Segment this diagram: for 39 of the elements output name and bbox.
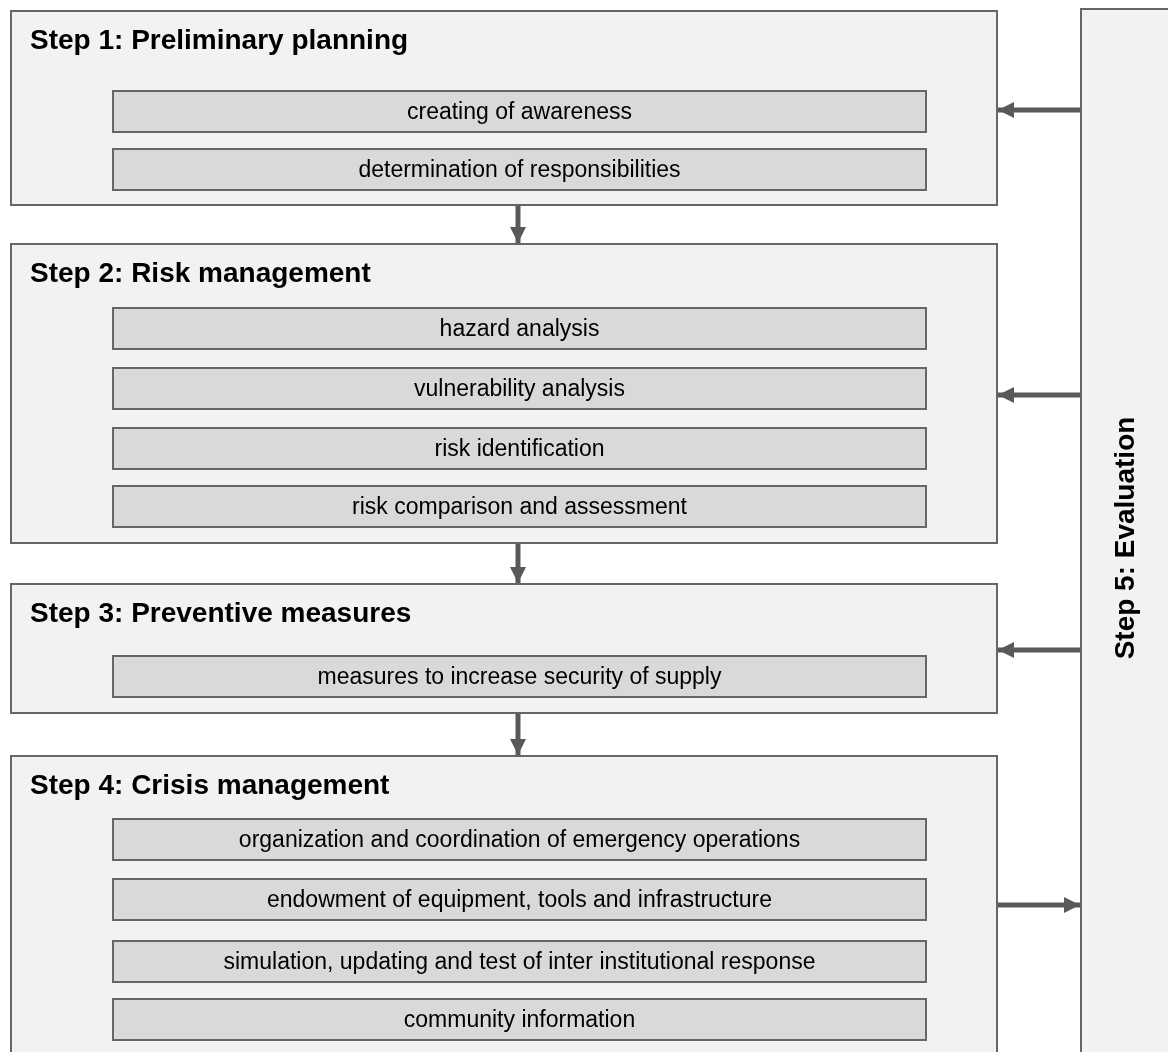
- activity-label: determination of responsibilities: [358, 156, 681, 183]
- activity-label: risk comparison and assessment: [352, 493, 687, 520]
- step-title: Step 5: Evaluation: [1109, 416, 1141, 660]
- activity-label: measures to increase security of supply: [317, 663, 722, 690]
- step-title: Step 3: Preventive measures: [30, 597, 412, 629]
- activity-box: [112, 307, 927, 350]
- activity-label: organization and coordination of emergency operations: [238, 826, 801, 853]
- step-title: Step 1: Preliminary planning: [30, 24, 409, 56]
- activity-box: [112, 878, 927, 921]
- activity-label: simulation, updating and test of inter institutional response: [223, 948, 816, 975]
- activity-label: vulnerability analysis: [414, 375, 625, 402]
- activity-box: [112, 427, 927, 470]
- step-panel: [10, 243, 998, 544]
- arrow: [998, 387, 1080, 403]
- step-panel: [10, 10, 998, 206]
- arrow: [998, 102, 1080, 118]
- activity-label: endowment of equipment, tools and infrastructure: [267, 886, 772, 913]
- activity-label: community information: [403, 1006, 636, 1033]
- arrow: [998, 897, 1080, 913]
- step-title: Step 2: Risk management: [30, 257, 371, 289]
- activity-label: hazard analysis: [439, 315, 600, 342]
- activity-box: [112, 148, 927, 191]
- arrow: [510, 206, 526, 243]
- activity-label: risk identification: [434, 435, 605, 462]
- step-panel: [10, 583, 998, 714]
- activity-box: [112, 998, 927, 1041]
- activity-box: [112, 655, 927, 698]
- activity-box: [112, 485, 927, 528]
- arrow: [510, 544, 526, 583]
- activity-box: [112, 818, 927, 861]
- step-panel: [10, 755, 998, 1052]
- arrow: [510, 714, 526, 755]
- activity-box: [112, 940, 927, 983]
- activity-box: [112, 367, 927, 410]
- activity-label: creating of awareness: [407, 98, 632, 125]
- activity-box: [112, 90, 927, 133]
- evaluation-panel: [1080, 8, 1168, 1052]
- arrow: [998, 642, 1080, 658]
- step-title: Step 4: Crisis management: [30, 769, 390, 801]
